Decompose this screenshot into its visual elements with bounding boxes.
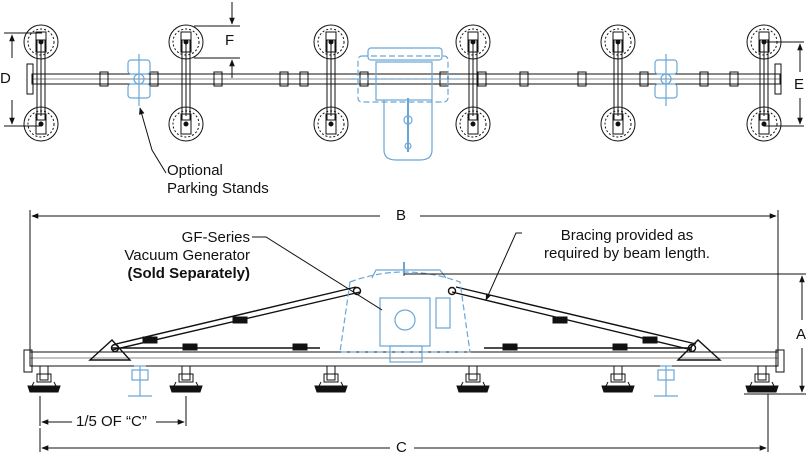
generator-line1: GF-Series — [181, 229, 250, 246]
parking-stands-leader — [139, 107, 167, 174]
beam-clamp — [477, 71, 487, 87]
side-end-right — [775, 349, 785, 373]
label-f: F — [225, 32, 235, 49]
pad-pair-top — [455, 24, 491, 142]
dimension-c — [39, 394, 769, 452]
vacuum-pad-icon — [601, 365, 635, 393]
vacuum-pad-icon — [746, 106, 782, 142]
parking-stands-line2: Parking Stands — [167, 180, 269, 197]
pad-pair-top — [23, 24, 59, 142]
dimension-d — [4, 32, 42, 127]
vacuum-pad-icon — [600, 106, 636, 142]
vacuum-pad-icon — [27, 365, 61, 393]
vacuum-pad-icon — [168, 106, 204, 142]
dimension-f — [194, 2, 240, 78]
vacuum-generator-side — [339, 262, 471, 363]
label-b: B — [396, 207, 407, 224]
parking-stand-side-right — [654, 365, 678, 397]
turnbuckle — [642, 336, 658, 344]
vacuum-pad-icon — [455, 24, 491, 60]
vacuum-pad-icon — [313, 24, 349, 60]
generator-line2: Vacuum Generator — [124, 247, 250, 264]
label-a: A — [796, 326, 807, 343]
label-e: E — [794, 76, 805, 93]
vacuum-pad-icon — [313, 106, 349, 142]
beam-clamp — [699, 71, 709, 87]
turnbuckle — [552, 316, 568, 324]
turnbuckle — [292, 343, 308, 351]
vacuum-pad-icon — [169, 365, 203, 393]
bracing-leader — [485, 232, 522, 301]
callout-parking-stands: Optional Parking Stands — [167, 162, 269, 198]
beam-clamp — [99, 71, 109, 87]
turnbuckle — [232, 316, 248, 324]
vacuum-pad-icon — [455, 106, 491, 142]
label-c: C — [396, 439, 407, 456]
end-plate-right — [774, 63, 782, 95]
turnbuckle — [182, 343, 198, 351]
vacuum-pad-icon — [745, 365, 779, 393]
label-d: D — [0, 70, 11, 87]
vacuum-generator-top — [350, 47, 460, 161]
vacuum-pad-icon — [23, 24, 59, 60]
side-view — [23, 210, 806, 452]
beam-clamp — [639, 71, 649, 87]
bracing-line2: required by beam length. — [544, 245, 710, 262]
parking-stand-top-right — [654, 54, 678, 106]
bracing-line1: Bracing provided as — [560, 227, 694, 244]
turnbuckle — [612, 343, 628, 351]
pad-pair-top — [600, 24, 636, 142]
main-beam-side — [29, 351, 779, 367]
pad-pair-top — [168, 24, 204, 142]
end-plate-left — [26, 63, 34, 95]
parking-stand-top-left — [127, 54, 151, 106]
dimension-fifth-c — [39, 396, 187, 426]
beam-clamp — [213, 71, 223, 87]
parking-stand-side-left — [128, 365, 152, 397]
side-end-left — [23, 349, 33, 373]
dimension-a — [404, 273, 806, 395]
vacuum-pad-icon — [600, 24, 636, 60]
generator-leader — [252, 236, 383, 311]
beam-clamp — [149, 71, 159, 87]
callout-bracing: Bracing provided as required by beam len… — [527, 227, 727, 263]
beam-clamp — [729, 71, 739, 87]
turnbuckle — [142, 336, 158, 344]
beam-clamp — [299, 71, 309, 87]
parking-stands-line1: Optional — [167, 162, 223, 179]
top-view — [4, 2, 804, 174]
vacuum-pad-icon — [456, 365, 490, 393]
dimension-b — [29, 210, 779, 352]
label-fifth-c: 1/5 OF “C” — [76, 413, 147, 430]
beam-clamp — [519, 71, 529, 87]
beam-clamp — [577, 71, 587, 87]
dimension-e — [764, 41, 804, 127]
vacuum-pad-icon — [168, 24, 204, 60]
vacuum-pad-icon — [314, 365, 348, 393]
vacuum-pad-icon — [23, 106, 59, 142]
pad-pair-top — [313, 24, 349, 142]
beam-clamp — [279, 71, 289, 87]
callout-vacuum-generator: GF-Series Vacuum Generator (Sold Separat… — [108, 229, 250, 283]
turnbuckle — [502, 343, 518, 351]
generator-line3: (Sold Separately) — [127, 265, 250, 282]
